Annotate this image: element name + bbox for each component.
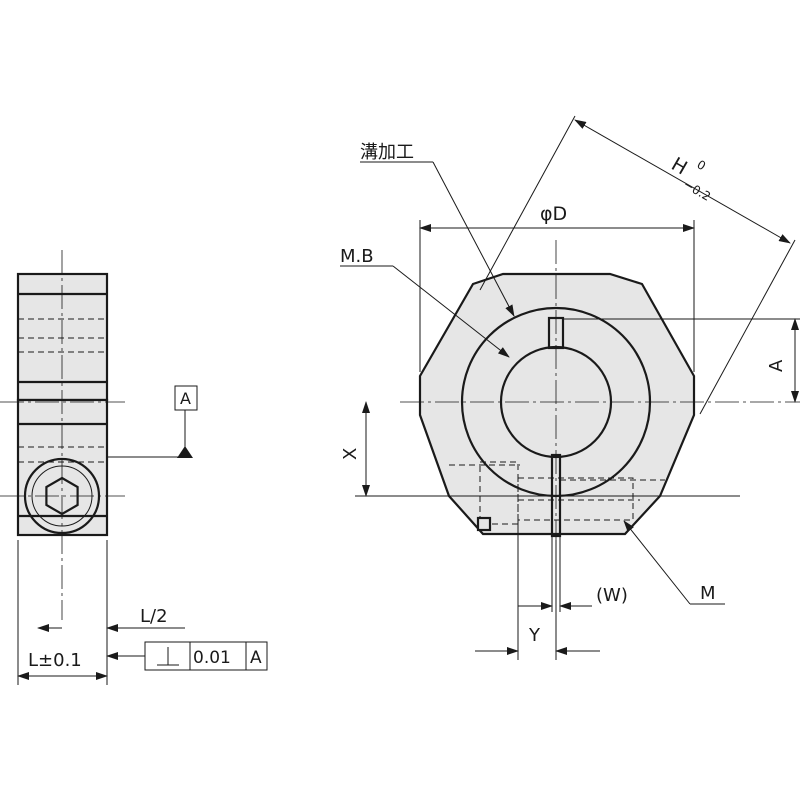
groove-label: 溝加工 bbox=[360, 142, 414, 163]
datum-box bbox=[174, 385, 198, 411]
phi-d-label: φD bbox=[540, 203, 567, 225]
mb-label: M.B bbox=[340, 246, 374, 267]
front-view: φD H 0 −0.2 溝加工 M.B A X (W) bbox=[340, 115, 800, 660]
l-half-label: L/2 bbox=[140, 606, 168, 627]
h-ext-lower bbox=[699, 239, 796, 415]
x-label: X bbox=[340, 448, 361, 460]
h-main-label: H bbox=[668, 153, 691, 179]
h-ext-upper bbox=[479, 115, 576, 291]
screw-thread-hidden bbox=[517, 477, 634, 521]
m-leader bbox=[623, 520, 691, 605]
fcf-datum-ref: A bbox=[250, 648, 262, 668]
feature-control-frame: 0.01 A bbox=[144, 641, 268, 671]
h-upper-tolerance: 0 bbox=[695, 157, 709, 173]
hex-socket-icon bbox=[23, 457, 101, 535]
a-label: A bbox=[766, 359, 787, 372]
y-label: Y bbox=[528, 625, 541, 646]
fcf-tolerance: 0.01 bbox=[193, 648, 231, 668]
h-label-group: H 0 −0.2 bbox=[668, 153, 714, 204]
m-label: M bbox=[700, 583, 716, 604]
mb-leader bbox=[392, 265, 510, 358]
datum-triangle-icon bbox=[177, 446, 193, 458]
front-bottom-tab bbox=[476, 516, 492, 532]
datum-label: A bbox=[180, 389, 191, 408]
groove-leader bbox=[432, 161, 515, 317]
perpendicularity-icon bbox=[157, 647, 179, 666]
w-label: (W) bbox=[596, 585, 628, 606]
l-tol-label: L±0.1 bbox=[28, 650, 82, 671]
side-view: L/2 L±0.1 0.01 A A bbox=[0, 250, 268, 685]
h-dimension-line bbox=[574, 119, 791, 244]
h-lower-tolerance: −0.2 bbox=[681, 177, 713, 204]
